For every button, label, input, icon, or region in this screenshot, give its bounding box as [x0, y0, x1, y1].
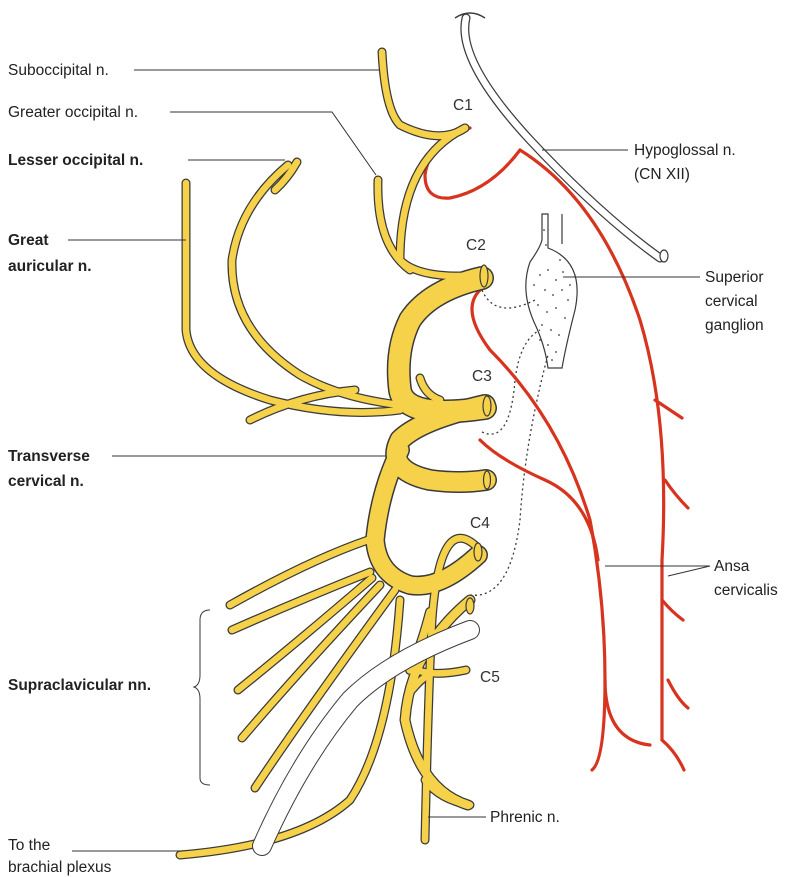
label-ansa-line2: cervicalis — [714, 582, 778, 599]
segment-label-c2: C2 — [466, 237, 486, 254]
segment-label-c4: C4 — [470, 515, 490, 532]
label-transverse-cervical-line2: cervical n. — [8, 473, 84, 490]
segment-label-c5: C5 — [480, 669, 500, 686]
label-superior-ganglion-line3: ganglion — [705, 317, 764, 334]
label-phrenic: Phrenic n. — [490, 809, 560, 826]
label-greater-occipital: Greater occipital n. — [8, 104, 138, 121]
segment-labels: C1 C2 C3 C4 C5 — [453, 97, 500, 686]
label-supraclavicular: Supraclavicular nn. — [8, 677, 151, 694]
segment-label-c3: C3 — [472, 368, 492, 385]
label-superior-ganglion-line2: cervical — [705, 293, 758, 310]
segment-label-c1: C1 — [453, 97, 473, 114]
superior-cervical-ganglion — [526, 214, 577, 368]
label-transverse-cervical-line1: Transverse — [8, 448, 90, 465]
label-brachial-line2: brachial plexus — [8, 859, 112, 876]
label-great-auricular-line2: auricular n. — [8, 258, 92, 275]
label-hypoglossal-line2: (CN XII) — [634, 166, 690, 183]
label-hypoglossal-line1: Hypoglossal n. — [634, 142, 736, 159]
supraclavicular-brace — [194, 610, 210, 785]
label-brachial-line1: To the — [8, 837, 50, 854]
label-ansa-line1: Ansa — [714, 558, 750, 575]
label-suboccipital: Suboccipital n. — [8, 62, 109, 79]
label-lesser-occipital: Lesser occipital n. — [8, 152, 143, 169]
label-great-auricular-line1: Great — [8, 232, 49, 249]
label-superior-ganglion-line1: Superior — [705, 269, 764, 286]
